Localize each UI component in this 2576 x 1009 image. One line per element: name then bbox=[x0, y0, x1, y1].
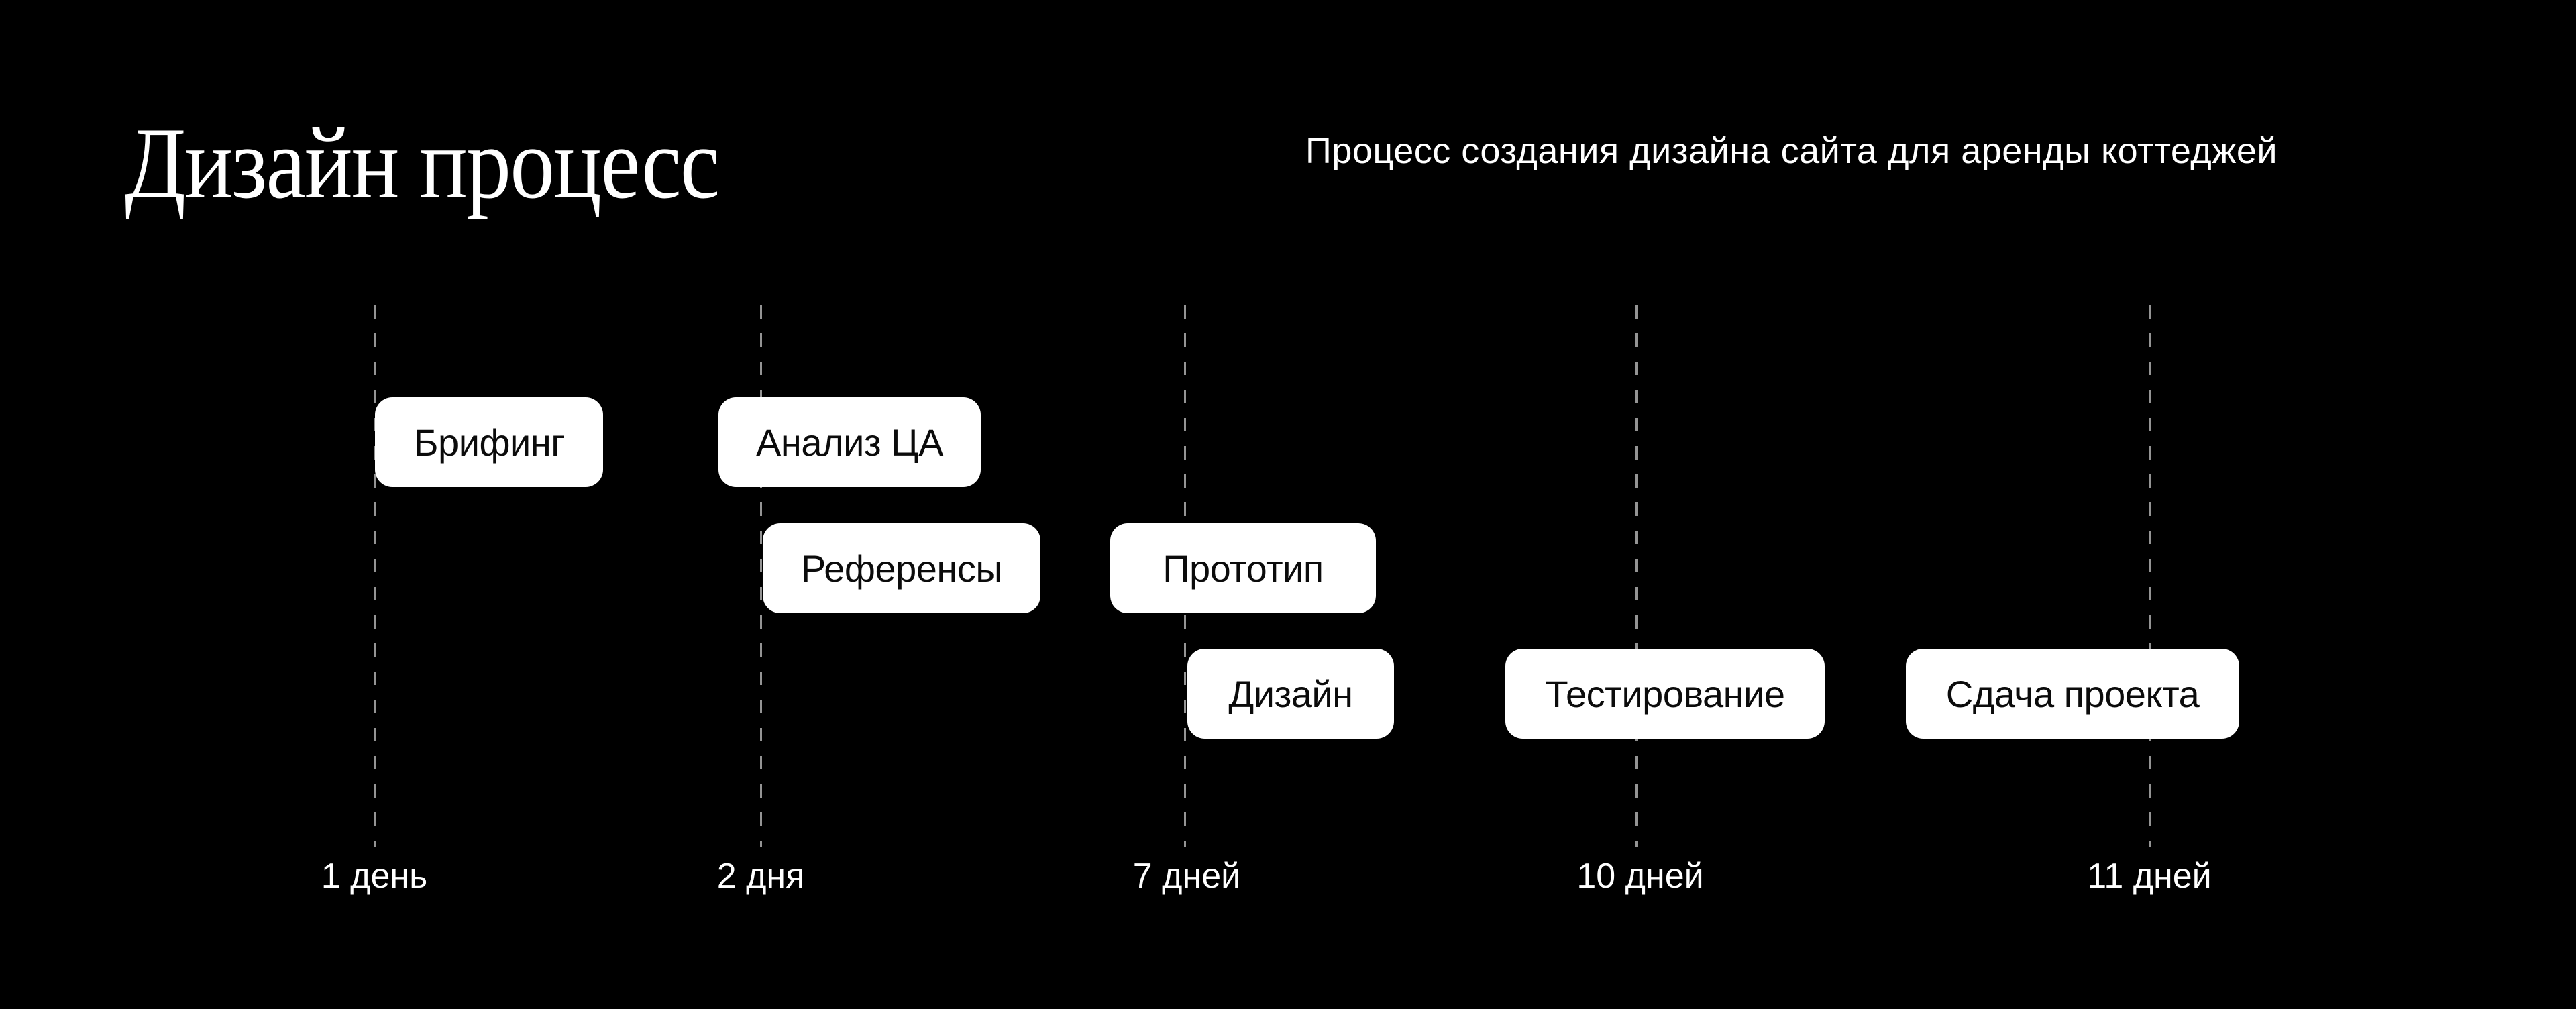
stage-label: Анализ ЦА bbox=[756, 421, 943, 464]
stage-box-project-delivery: Сдача проекта bbox=[1906, 649, 2239, 739]
stage-label: Брифинг bbox=[413, 421, 565, 464]
stage-box-testing: Тестирование bbox=[1505, 649, 1825, 739]
milestone-label-10-days: 10 дней bbox=[1576, 857, 1704, 896]
page-title: Дизайн процесс bbox=[125, 107, 720, 219]
timeline-gridline-4 bbox=[1635, 305, 1638, 847]
stage-box-prototype: Прототип bbox=[1110, 523, 1376, 613]
stage-label: Дизайн bbox=[1228, 672, 1353, 715]
milestone-label-7-days: 7 дней bbox=[1132, 857, 1241, 896]
stage-box-audience-analysis: Анализ ЦА bbox=[718, 397, 981, 487]
stage-box-references: Референсы bbox=[763, 523, 1040, 613]
stage-box-briefing: Брифинг bbox=[375, 397, 603, 487]
timeline-gridline-1 bbox=[374, 305, 376, 847]
stage-label: Референсы bbox=[800, 547, 1003, 590]
stage-label: Прототип bbox=[1163, 547, 1324, 590]
milestone-label-2-days: 2 дня bbox=[716, 857, 805, 896]
milestone-label-1-day: 1 день bbox=[321, 857, 428, 896]
stage-label: Сдача проекта bbox=[1945, 672, 2200, 715]
timeline-gridline-2 bbox=[760, 305, 762, 847]
timeline-gridline-5 bbox=[2149, 305, 2151, 847]
stage-box-design: Дизайн bbox=[1187, 649, 1394, 739]
stage-label: Тестирование bbox=[1545, 672, 1785, 715]
milestone-label-11-days: 11 дней bbox=[2087, 857, 2212, 896]
page-subtitle: Процесс создания дизайна сайта для аренд… bbox=[1305, 131, 2278, 171]
